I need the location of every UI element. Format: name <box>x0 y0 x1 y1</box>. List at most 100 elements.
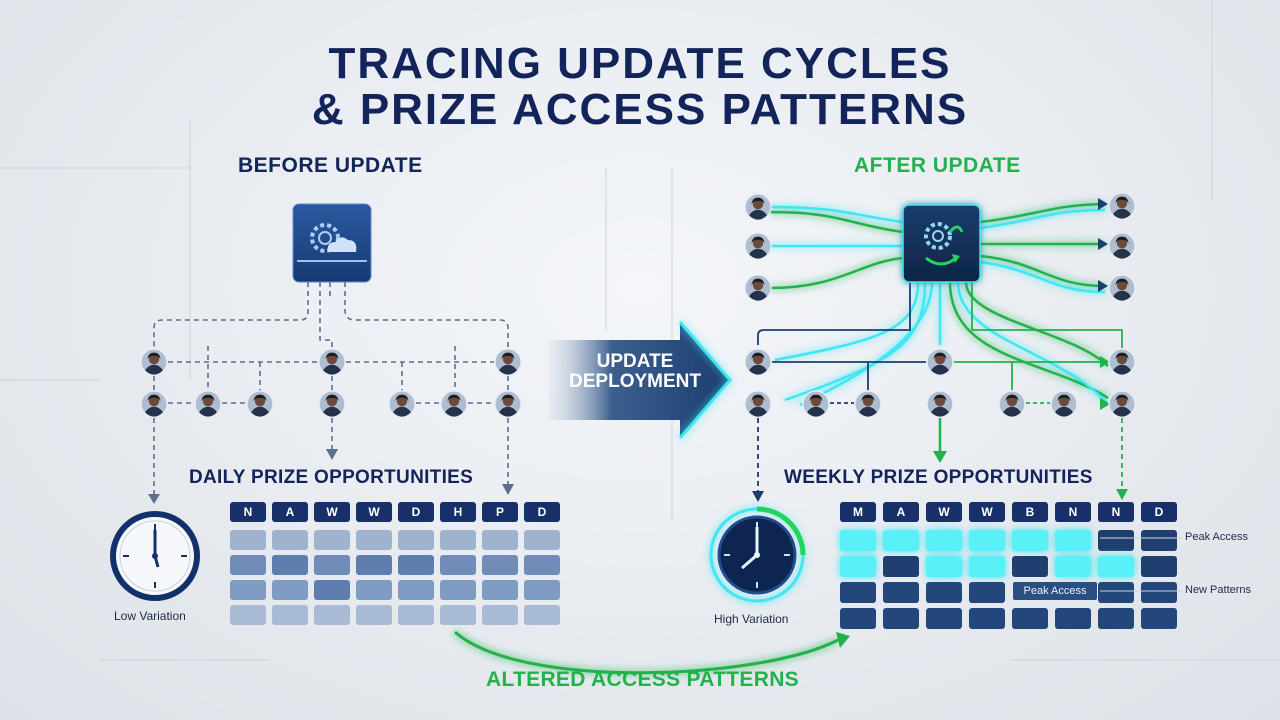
after-server-box <box>902 204 981 283</box>
day-header: W <box>314 502 350 522</box>
grid-cell <box>524 555 560 575</box>
grid-cell <box>1141 608 1177 629</box>
grid-cell <box>398 580 434 600</box>
before-connections <box>153 282 509 495</box>
grid-cell <box>356 530 392 550</box>
before-arrowheads <box>148 449 514 504</box>
altered-access-patterns-label: ALTERED ACCESS PATTERNS <box>486 668 799 691</box>
grid-cell <box>230 530 266 550</box>
day-header: D <box>524 502 560 522</box>
day-header: A <box>883 502 919 522</box>
grid-cell <box>356 555 392 575</box>
grid-cell <box>272 580 308 600</box>
grid-cell <box>398 530 434 550</box>
grid-cell <box>1012 530 1048 551</box>
grid-cell <box>969 556 1005 577</box>
day-header: D <box>1141 502 1177 522</box>
grid-cell <box>1055 608 1091 629</box>
grid-cell <box>482 530 518 550</box>
grid-cell <box>840 530 876 551</box>
grid-cell <box>524 605 560 625</box>
grid-cell <box>440 580 476 600</box>
update-deployment-label: UPDATE DEPLOYMENT <box>560 352 710 392</box>
weekly-grid-title: WEEKLY PRIZE OPPORTUNITIES <box>784 467 1093 488</box>
altered-patterns-arrow <box>454 630 850 675</box>
day-header: D <box>398 502 434 522</box>
grid-cell <box>482 555 518 575</box>
clock-icon-after <box>709 506 806 603</box>
grid-cell <box>883 556 919 577</box>
clock-icon-before <box>110 511 200 601</box>
grid-cell <box>440 555 476 575</box>
annotation-peak-access-right: Peak Access <box>1185 531 1248 543</box>
grid-cell <box>482 580 518 600</box>
update-deployment-line-2: DEPLOYMENT <box>569 371 701 392</box>
grid-cell <box>1098 530 1134 551</box>
grid-cell <box>926 530 962 551</box>
grid-cell <box>314 605 350 625</box>
day-header: W <box>356 502 392 522</box>
day-header: M <box>840 502 876 522</box>
grid-cell <box>230 555 266 575</box>
grid-cell <box>1012 608 1048 629</box>
grid-cell <box>356 605 392 625</box>
gear-cloud-icon <box>310 223 357 253</box>
after-heading: AFTER UPDATE <box>854 154 1021 177</box>
grid-cell <box>969 530 1005 551</box>
day-header: P <box>482 502 518 522</box>
grid-cell <box>1141 556 1177 577</box>
grid-cell <box>524 580 560 600</box>
grid-cell <box>398 605 434 625</box>
title-line-2: & PRIZE ACCESS PATTERNS <box>311 85 969 134</box>
day-header: N <box>1055 502 1091 522</box>
title-line-1: TRACING UPDATE CYCLES <box>328 39 952 88</box>
grid-cell <box>272 605 308 625</box>
daily-prize-grid: N A W W D H P D <box>230 502 560 628</box>
after-arrowheads <box>752 198 1128 502</box>
grid-cell <box>272 530 308 550</box>
grid-cell <box>230 580 266 600</box>
grid-cell <box>1141 582 1177 603</box>
grid-cell <box>840 556 876 577</box>
grid-cell <box>969 582 1005 603</box>
grid-cell <box>1141 530 1177 551</box>
after-connector-lines <box>757 282 1123 492</box>
before-server-box <box>292 203 372 283</box>
grid-cell <box>314 555 350 575</box>
grid-cell <box>272 555 308 575</box>
grid-cell <box>926 608 962 629</box>
grid-cell <box>926 582 962 603</box>
day-header: A <box>272 502 308 522</box>
grid-cell <box>440 530 476 550</box>
update-deployment-line-1: UPDATE <box>596 351 674 372</box>
grid-cell <box>314 530 350 550</box>
grid-cell <box>398 555 434 575</box>
grid-cell <box>230 605 266 625</box>
grid-cell <box>1098 556 1134 577</box>
grid-cell <box>840 608 876 629</box>
grid-cell <box>1098 608 1134 629</box>
day-header: N <box>230 502 266 522</box>
grid-cell <box>883 608 919 629</box>
grid-cell <box>524 530 560 550</box>
day-header: B <box>1012 502 1048 522</box>
grid-cell <box>1055 556 1091 577</box>
before-heading: BEFORE UPDATE <box>238 154 423 177</box>
high-variation-label: High Variation <box>714 612 789 626</box>
grid-cell <box>1098 582 1134 603</box>
grid-cell <box>314 580 350 600</box>
grid-cell <box>883 582 919 603</box>
weekly-prize-grid: M A W W B N N D <box>840 502 1180 630</box>
low-variation-label: Low Variation <box>114 609 186 623</box>
grid-cell <box>356 580 392 600</box>
grid-cell <box>440 605 476 625</box>
annotation-peak-access-inner: Peak Access <box>1013 582 1097 600</box>
day-header: W <box>926 502 962 522</box>
day-header: N <box>1098 502 1134 522</box>
grid-cell <box>969 608 1005 629</box>
daily-grid-title: DAILY PRIZE OPPORTUNITIES <box>189 467 474 488</box>
day-header: H <box>440 502 476 522</box>
grid-cell <box>840 582 876 603</box>
